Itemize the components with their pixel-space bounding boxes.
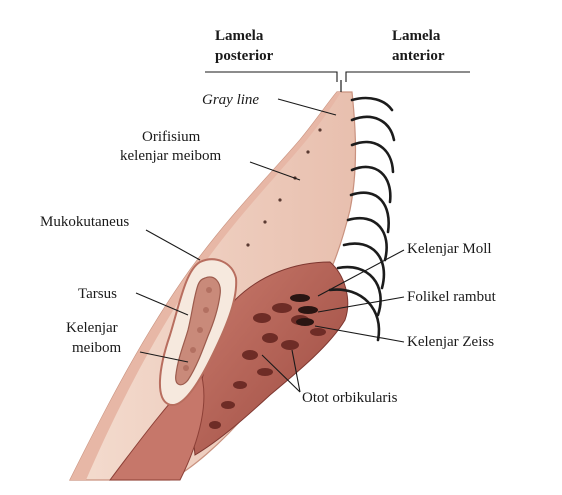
label-folikel-rambut: Folikel rambut [407, 289, 497, 305]
leader-orifisium [249, 161, 301, 181]
label-otot-orbikularis: Otot orbikularis [302, 390, 398, 406]
label-orifisium-line2: kelenjar meibom [120, 148, 222, 164]
label-gray-line: Gray line [202, 92, 259, 108]
label-orifisium-line1: Orifisium [142, 129, 201, 145]
label-kelenjar-meibom-line1: Kelenjar [66, 320, 118, 336]
leader-tarsus [135, 292, 189, 316]
eyelashes [328, 96, 396, 342]
leader-otot-orbikularis-2 [291, 349, 301, 393]
label-mukokutaneus: Mukokutaneus [40, 214, 129, 230]
leader-mukokutaneus [145, 229, 201, 261]
posterior-conjunctiva [70, 92, 341, 480]
header-anterior-line1: Lamela [392, 28, 441, 44]
header-anterior-line2: anterior [392, 48, 445, 64]
meibomian-lobules [183, 287, 212, 371]
leader-gray-line [277, 98, 337, 116]
leader-folikel-rambut [317, 296, 405, 313]
header-posterior-line1: Lamela [215, 28, 264, 44]
bracket-anterior [345, 71, 470, 82]
bracket-posterior [205, 71, 338, 82]
header-posterior-line2: posterior [215, 48, 274, 64]
label-kelenjar-moll: Kelenjar Moll [407, 241, 492, 257]
label-kelenjar-meibom-line2: meibom [72, 340, 121, 356]
leader-kelenjar-zeiss [314, 325, 405, 343]
leader-otot-orbikularis-1 [261, 354, 301, 393]
muscle-bundles [209, 303, 326, 429]
meibomian-orifices [246, 128, 322, 247]
leader-kelenjar-meibom [139, 351, 189, 363]
hair-follicles [290, 294, 318, 326]
leader-kelenjar-moll [317, 249, 405, 297]
label-tarsus: Tarsus [78, 286, 117, 302]
label-kelenjar-zeiss: Kelenjar Zeiss [407, 334, 494, 350]
